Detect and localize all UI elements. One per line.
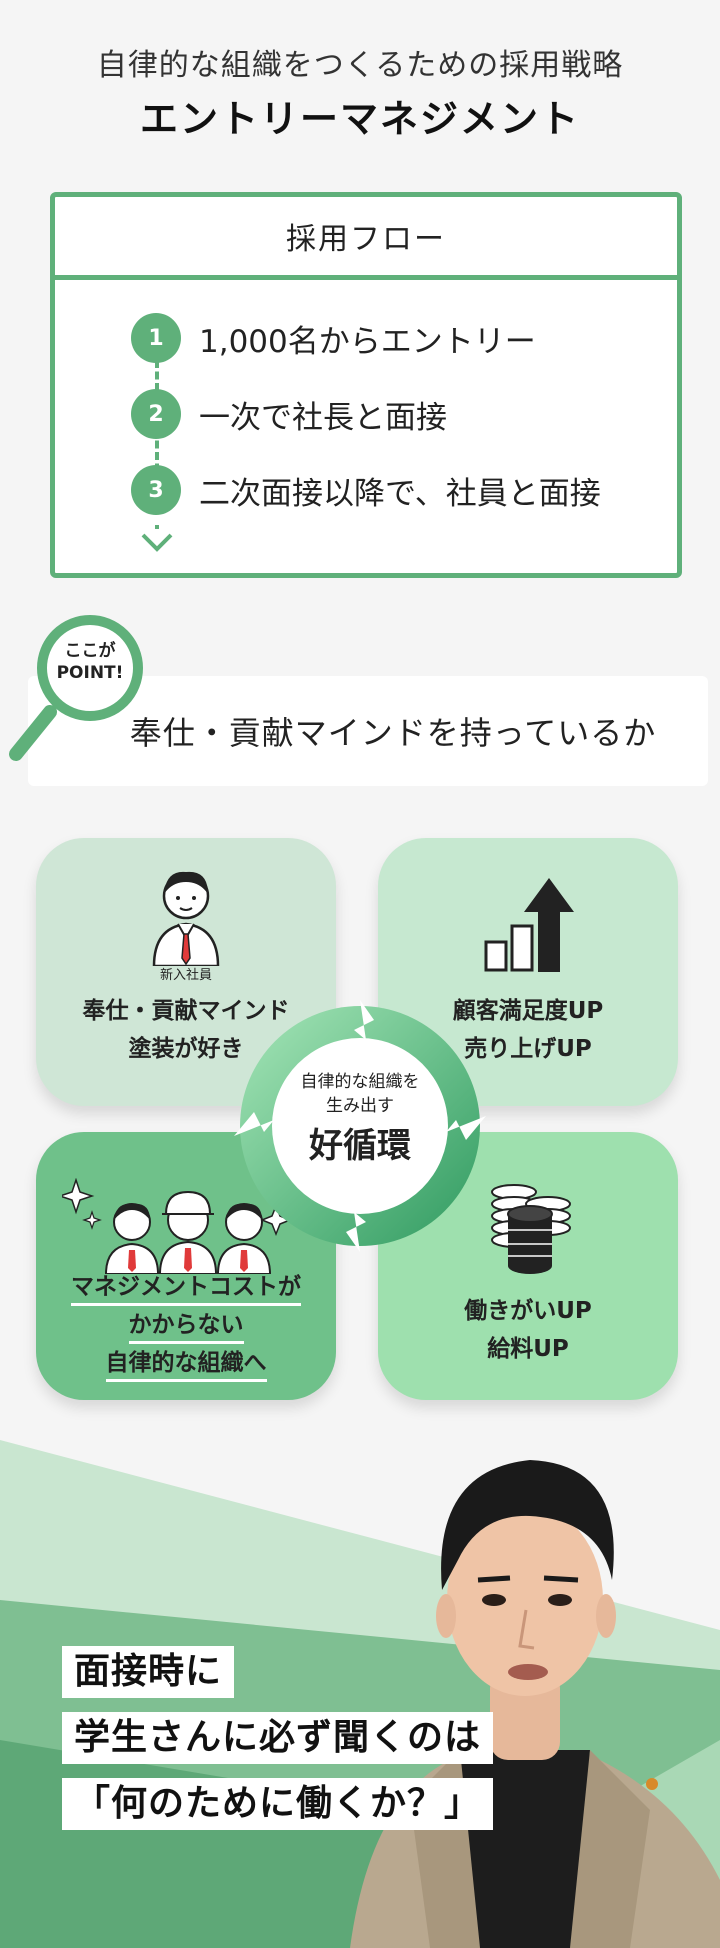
- coins-icon: [491, 1184, 571, 1274]
- card-text-bottom-left: マネジメントコストが かからない 自律的な組織へ: [36, 1268, 336, 1382]
- card-text-bottom-right: 働きがいUP 給料UP: [378, 1292, 678, 1368]
- point-badge-line1: ここが: [64, 641, 116, 661]
- card-line: 自律的な組織へ: [105, 1347, 267, 1382]
- flow-step-1: 1 1,000名からエントリー: [131, 313, 536, 363]
- point-banner: [28, 676, 708, 786]
- interviewee-photo: [350, 1460, 720, 1948]
- cycle-caption: 自律的な組織を 生み出す: [284, 1070, 436, 1118]
- cycle-title: 好循環: [309, 1126, 411, 1166]
- quote-line-2: 学生さんに必ず聞くのは: [62, 1712, 494, 1764]
- step-text: 一次で社長と面接: [199, 399, 447, 436]
- card-line: 売り上げUP: [464, 1036, 592, 1062]
- card-line: 奉仕・貢献マインド: [82, 998, 290, 1024]
- flow-step-2: 2 一次で社長と面接: [131, 389, 447, 439]
- point-text: 奉仕・貢献マインドを持っているか: [129, 714, 657, 752]
- cycle-ring-icon: [234, 1000, 486, 1252]
- step-number: 2: [131, 389, 181, 439]
- cycle-caption-line: 自律的な組織を: [300, 1072, 420, 1092]
- quote-line-1: 面接時に: [62, 1646, 235, 1698]
- step-number: 3: [131, 465, 181, 515]
- flow-title: 採用フロー: [55, 197, 677, 280]
- card-text-top-right: 顧客満足度UP 売り上げUP: [378, 992, 678, 1068]
- team-icon: [62, 1178, 293, 1274]
- card-line: マネジメントコストが: [71, 1271, 301, 1306]
- card-text-top-left: 奉仕・貢献マインド 塗装が好き: [36, 992, 336, 1068]
- new-employee-label: 新入社員: [159, 968, 212, 983]
- card-line: かからない: [128, 1309, 244, 1344]
- quote-line-3: 「何のために働くか？」: [62, 1778, 494, 1830]
- cycle-caption-line: 生み出す: [326, 1096, 394, 1116]
- card-line: 顧客満足度UP: [452, 998, 604, 1024]
- card-line: 給料UP: [487, 1336, 569, 1362]
- growth-chart-icon: [484, 878, 574, 972]
- page-title: エントリーマネジメント: [139, 97, 580, 141]
- magnifier-icon: [9, 615, 143, 761]
- recruitment-flow-box: 採用フロー 1 1,000名からエントリー 2 一次で社長と面接 3 二次面接以…: [50, 192, 682, 578]
- point-badge: ここが POINT!: [42, 640, 138, 684]
- card-line: 働きがいUP: [464, 1298, 592, 1324]
- flow-step-3: 3 二次面接以降で、社員と面接: [131, 465, 601, 515]
- page-subtitle: 自律的な組織をつくるための採用戦略: [96, 48, 624, 83]
- new-employee-icon: [152, 871, 220, 966]
- card-customer-satisfaction: [378, 838, 678, 1106]
- step-number: 1: [131, 313, 181, 363]
- step-text: 1,000名からエントリー: [199, 323, 536, 360]
- chevron-down-icon: [141, 525, 173, 552]
- step-text: 二次面接以降で、社員と面接: [199, 475, 601, 512]
- card-line: 塗装が好き: [128, 1036, 244, 1062]
- point-badge-line2: POINT!: [56, 663, 124, 683]
